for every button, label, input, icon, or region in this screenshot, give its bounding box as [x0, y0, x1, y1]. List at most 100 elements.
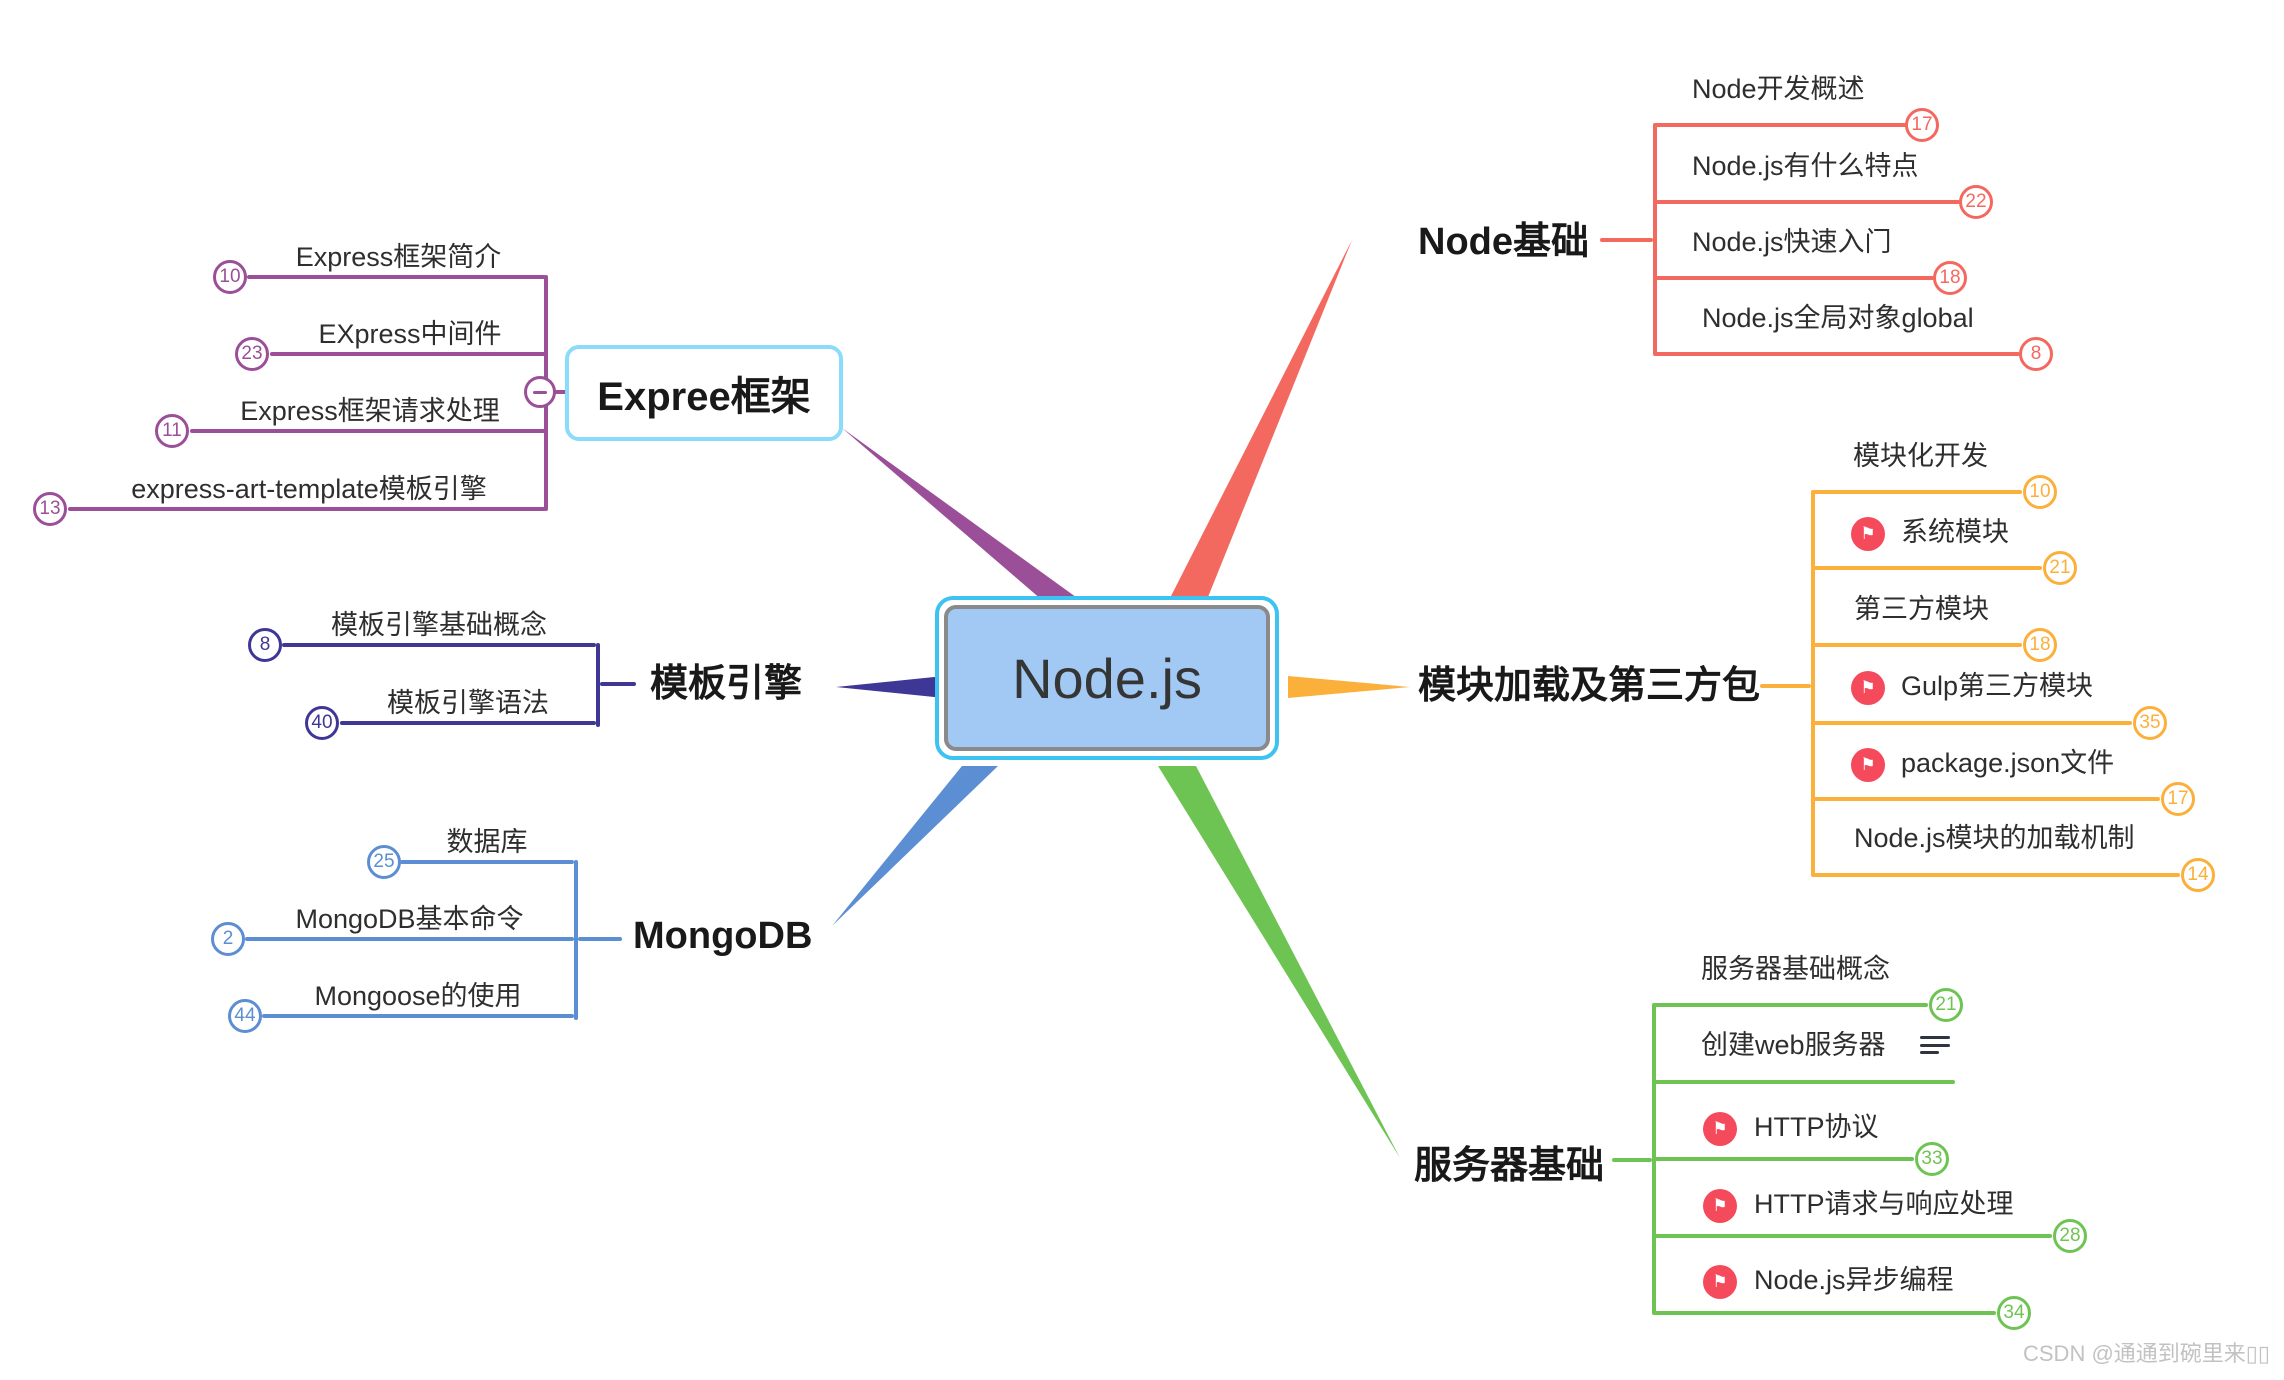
- subtopic-underline: [247, 275, 546, 279]
- topic-express[interactable]: Expree框架: [565, 345, 843, 441]
- count-badge[interactable]: 10: [2023, 475, 2057, 509]
- count-badge[interactable]: 21: [1929, 988, 1963, 1022]
- branch-line-mongodb: [832, 766, 998, 926]
- subtopic-label[interactable]: 模板引擎基础概念: [331, 610, 547, 640]
- connector: [554, 390, 568, 394]
- subtopic-underline: [68, 507, 546, 511]
- subtopic-label[interactable]: Node.js模块的加载机制: [1854, 823, 2135, 853]
- trunk-modules: [1811, 490, 1815, 877]
- collapse-minus-icon[interactable]: [524, 376, 556, 408]
- connector: [578, 937, 622, 941]
- count-badge[interactable]: 34: [1997, 1296, 2031, 1330]
- flag-icon: ⚑: [1703, 1265, 1737, 1299]
- central-topic-label: Node.js: [944, 605, 1270, 751]
- connector: [1760, 684, 1811, 688]
- branch-line-server: [1158, 766, 1400, 1158]
- topic-template-engine[interactable]: 模板引擎: [650, 663, 803, 705]
- subtopic-label[interactable]: Mongoose的使用: [314, 981, 522, 1011]
- subtopic-underline: [1655, 200, 1960, 204]
- subtopic-underline: [1654, 1080, 1955, 1084]
- subtopic-label[interactable]: Node开发概述: [1692, 74, 1865, 104]
- subtopic-underline: [340, 721, 596, 725]
- flag-icon: ⚑: [1703, 1189, 1737, 1223]
- subtopic-underline: [1655, 276, 1934, 280]
- subtopic-underline: [270, 352, 546, 356]
- connector: [1600, 238, 1653, 242]
- branch-line-modules: [1288, 676, 1410, 698]
- flag-icon: ⚑: [1851, 517, 1885, 551]
- notes-list-icon[interactable]: [1920, 1036, 1950, 1058]
- subtopic-underline: [1813, 797, 2160, 801]
- subtopic-label[interactable]: package.json文件: [1901, 748, 2115, 778]
- topic-node-basics[interactable]: Node基础: [1418, 221, 1590, 263]
- subtopic-label[interactable]: HTTP协议: [1754, 1112, 1879, 1142]
- trunk-template-engine: [596, 643, 600, 727]
- count-badge[interactable]: 13: [33, 492, 67, 526]
- subtopic-label[interactable]: Gulp第三方模块: [1901, 671, 2094, 701]
- subtopic-underline: [1813, 643, 2022, 647]
- count-badge[interactable]: 2: [211, 922, 245, 956]
- connector: [600, 682, 636, 686]
- subtopic-underline: [400, 860, 574, 864]
- subtopic-underline: [1654, 1003, 1928, 1007]
- subtopic-label[interactable]: EXpress中间件: [318, 319, 502, 349]
- watermark: CSDN @通通到碗里来▯▯: [2023, 1341, 2270, 1366]
- subtopic-underline: [1813, 873, 2180, 877]
- subtopic-label[interactable]: 第三方模块: [1854, 594, 1989, 624]
- flag-icon: ⚑: [1851, 671, 1885, 705]
- flag-icon: ⚑: [1703, 1112, 1737, 1146]
- count-badge[interactable]: 17: [1905, 108, 1939, 142]
- subtopic-label[interactable]: Express框架请求处理: [240, 396, 500, 426]
- count-badge[interactable]: 28: [2053, 1219, 2087, 1253]
- subtopic-label[interactable]: 创建web服务器: [1701, 1030, 1886, 1060]
- count-badge[interactable]: 10: [213, 260, 247, 294]
- subtopic-underline: [1655, 352, 2020, 356]
- subtopic-underline: [1654, 1311, 1996, 1315]
- subtopic-label[interactable]: Node.js有什么特点: [1692, 151, 1919, 181]
- subtopic-underline: [1813, 566, 2042, 570]
- count-badge[interactable]: 25: [367, 845, 401, 879]
- count-badge[interactable]: 44: [228, 999, 262, 1033]
- count-badge[interactable]: 8: [248, 628, 282, 662]
- subtopic-label[interactable]: 数据库: [446, 827, 528, 857]
- branch-line-template-engine: [836, 676, 944, 698]
- topic-server[interactable]: 服务器基础: [1414, 1145, 1605, 1187]
- subtopic-label[interactable]: MongoDB基本命令: [295, 904, 524, 934]
- count-badge[interactable]: 40: [305, 706, 339, 740]
- subtopic-underline: [245, 937, 574, 941]
- count-badge[interactable]: 22: [1959, 185, 1993, 219]
- count-badge[interactable]: 8: [2019, 337, 2053, 371]
- flag-icon: ⚑: [1851, 748, 1885, 782]
- count-badge[interactable]: 18: [2023, 628, 2057, 662]
- topic-modules[interactable]: 模块加载及第三方包: [1418, 665, 1761, 707]
- subtopic-underline: [282, 643, 596, 647]
- subtopic-label[interactable]: Express框架简介: [295, 242, 502, 272]
- subtopic-underline: [262, 1014, 574, 1018]
- subtopic-label[interactable]: 模板引擎语法: [387, 688, 549, 718]
- topic-mongodb[interactable]: MongoDB: [633, 915, 813, 957]
- central-topic[interactable]: Node.js: [935, 596, 1279, 760]
- minus-dash: [533, 390, 547, 394]
- count-badge[interactable]: 11: [155, 414, 189, 448]
- count-badge[interactable]: 18: [1933, 261, 1967, 295]
- connector: [1612, 1158, 1652, 1162]
- subtopic-underline: [190, 429, 546, 433]
- subtopic-label[interactable]: Node.js异步编程: [1754, 1265, 1954, 1295]
- count-badge[interactable]: 21: [2043, 551, 2077, 585]
- count-badge[interactable]: 17: [2161, 782, 2195, 816]
- subtopic-label[interactable]: Node.js全局对象global: [1702, 303, 1974, 333]
- count-badge[interactable]: 23: [235, 337, 269, 371]
- subtopic-label[interactable]: express-art-template模板引擎: [131, 474, 487, 504]
- count-badge[interactable]: 14: [2181, 858, 2215, 892]
- count-badge[interactable]: 33: [1915, 1142, 1949, 1176]
- subtopic-label[interactable]: 系统模块: [1901, 517, 2009, 547]
- branch-line-express: [842, 428, 1080, 600]
- subtopic-label[interactable]: HTTP请求与响应处理: [1754, 1189, 2014, 1219]
- subtopic-label[interactable]: 模块化开发: [1853, 441, 1988, 471]
- subtopic-label[interactable]: 服务器基础概念: [1701, 954, 1890, 984]
- subtopic-label[interactable]: Node.js快速入门: [1692, 227, 1892, 257]
- subtopic-underline: [1654, 1234, 2052, 1238]
- count-badge[interactable]: 35: [2133, 706, 2167, 740]
- branch-line-node-basics: [1168, 240, 1352, 602]
